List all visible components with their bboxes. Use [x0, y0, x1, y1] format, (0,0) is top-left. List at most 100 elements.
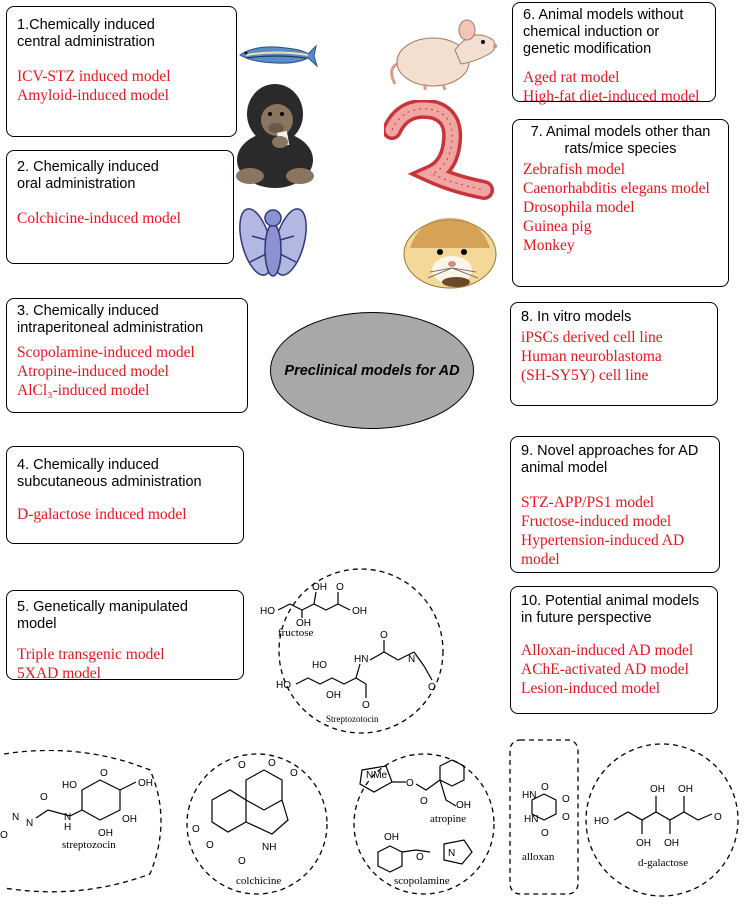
d-galactose-structure: HO OH OH OH OH O d-galactose — [585, 743, 739, 897]
model-list: STZ-APP/PS1 model Fructose-induced model… — [521, 493, 701, 569]
list-item: Scopolamine-induced model — [17, 344, 195, 361]
atom-label: O — [541, 828, 549, 839]
atom-label: O — [562, 812, 570, 823]
atropine-label: atropine — [430, 813, 466, 825]
list-item: Triple transgenic model — [17, 646, 165, 663]
atom-label: O — [238, 760, 246, 771]
atom-label: H — [64, 822, 71, 833]
model-list: Alloxan-induced AD model AChE-activated … — [521, 641, 707, 698]
atom-label: HN — [524, 814, 538, 825]
atom-label: OH — [636, 838, 651, 849]
streptozocin-label: streptozocin — [62, 839, 116, 851]
atom-label: HO — [276, 680, 291, 691]
atom-label: HO — [594, 816, 609, 827]
d-galactose-label: d-galactose — [638, 857, 688, 869]
list-item: High-fat diet-induced model — [523, 88, 700, 105]
fructose-streptozotocin-structures: OH O OH HO OH fructose HO HO OH HN O N O… — [260, 568, 444, 734]
box-title: 6. Animal models without chemical induct… — [523, 7, 684, 57]
atom-label: N — [448, 848, 455, 859]
atom-label: O — [336, 582, 344, 593]
box-title: 3. Chemically induced intraperitoneal ad… — [17, 303, 204, 336]
list-item: 5XAD model — [17, 665, 101, 682]
model-list: Scopolamine-induced model Atropine-induc… — [17, 343, 237, 400]
streptozotocin-label: Streptozotocin — [326, 714, 379, 724]
atom-label: O — [541, 782, 549, 793]
model-list: ICV-STZ induced model Amyloid-induced mo… — [17, 67, 226, 105]
atom-label: OH — [98, 828, 113, 839]
atom-label: HN — [354, 654, 368, 665]
list-item: AChE-activated AD model — [521, 661, 689, 678]
box-central-administration: 1.Chemically induced central administrat… — [6, 6, 237, 137]
list-item: AlCl₃-induced model — [17, 382, 150, 399]
box-subcutaneous-administration: 4. Chemically induced subcutaneous admin… — [6, 446, 244, 544]
scopolamine-label: scopolamine — [394, 875, 450, 887]
atom-label: OH — [326, 690, 341, 701]
list-item: Amyloid-induced model — [17, 87, 169, 104]
rat-icon — [390, 19, 497, 90]
atom-label: OH — [122, 814, 137, 825]
atom-label: OH — [384, 832, 399, 843]
list-item: Drosophila model — [523, 199, 635, 216]
atom-label: OH — [456, 800, 471, 811]
model-list: Aged rat model High-fat diet-induced mod… — [523, 68, 705, 106]
box-genetically-manipulated: 5. Genetically manipulated model Triple … — [6, 590, 244, 682]
atom-label: O — [416, 852, 424, 863]
list-item: iPSCs derived cell line — [521, 329, 663, 346]
monkey-icon — [236, 84, 314, 188]
box-no-induction-models: 6. Animal models without chemical induct… — [512, 2, 716, 105]
box-title: 8. In vitro models — [521, 309, 632, 325]
list-item: D-galactose induced model — [17, 506, 187, 523]
box-title: 10. Potential animal models in future pe… — [521, 593, 700, 626]
colchicine-structure: O O O O O NH O colchicine — [186, 753, 328, 895]
atom-label: OH — [664, 838, 679, 849]
atom-label: O — [206, 840, 214, 851]
model-list: D-galactose induced model — [17, 505, 233, 524]
atom-label: O — [40, 792, 48, 803]
atom-label: O — [0, 830, 8, 841]
atom-label: O — [562, 794, 570, 805]
atom-label: NH — [262, 842, 276, 853]
atom-label: HO — [260, 606, 275, 617]
box-novel-approaches: 9. Novel approaches for AD animal model … — [510, 436, 720, 573]
list-item: Atropine-induced model — [17, 363, 169, 380]
atom-label: OH — [296, 618, 311, 629]
central-topic-label: Preclinical models for AD — [284, 362, 460, 379]
box-title: 9. Novel approaches for AD animal model — [521, 443, 699, 476]
box-title: 2. Chemically induced oral administratio… — [17, 159, 159, 192]
list-item: Alloxan-induced AD model — [521, 642, 694, 659]
central-topic: Preclinical models for AD — [270, 312, 474, 429]
alloxan-label: alloxan — [522, 851, 555, 863]
list-item: ICV-STZ induced model — [17, 68, 171, 85]
atom-label: N — [64, 812, 71, 823]
atom-label: NMe — [366, 770, 388, 781]
box-title: 1.Chemically induced central administrat… — [17, 17, 155, 50]
atom-label: OH — [312, 582, 327, 593]
box-in-vitro-models: 8. In vitro models iPSCs derived cell li… — [510, 302, 718, 406]
atom-label: O — [380, 630, 388, 641]
atom-label: HO — [62, 780, 77, 791]
atom-label: HO — [312, 660, 327, 671]
atom-label: O — [268, 758, 276, 769]
atom-label: OH — [678, 784, 693, 795]
atom-label: OH — [138, 778, 153, 789]
model-list: Zebrafish model Caenorhabditis elegans m… — [523, 160, 718, 255]
box-title: 7. Animal models other than rats/mice sp… — [530, 124, 711, 157]
model-list: iPSCs derived cell line Human neuroblast… — [521, 328, 689, 385]
list-item: Monkey — [523, 237, 575, 254]
model-list: Colchicine-induced model — [17, 209, 223, 228]
list-item: Colchicine-induced model — [17, 210, 181, 227]
atom-label: O — [290, 768, 298, 779]
list-item: Guinea pig — [523, 218, 592, 235]
box-intraperitoneal-administration: 3. Chemically induced intraperitoneal ad… — [6, 298, 248, 413]
streptozocin-structure: OH HO O OH OH H N O N N O streptozocin — [0, 750, 162, 893]
list-item: Hypertension-induced AD model — [521, 532, 685, 568]
list-item: Lesion-induced model — [521, 680, 661, 697]
list-item: Human neuroblastoma (SH-SY5Y) cell line — [521, 348, 662, 384]
atom-label: O — [238, 856, 246, 867]
fly-icon — [239, 208, 307, 277]
worm-icon — [384, 100, 494, 200]
list-item: Caenorhabditis elegans model — [523, 180, 710, 197]
atom-label: OH — [650, 784, 665, 795]
atropine-scopolamine-structures: NMe O OH O atropine OH O N scopolamine — [353, 753, 495, 895]
atom-label: HN — [522, 790, 536, 801]
